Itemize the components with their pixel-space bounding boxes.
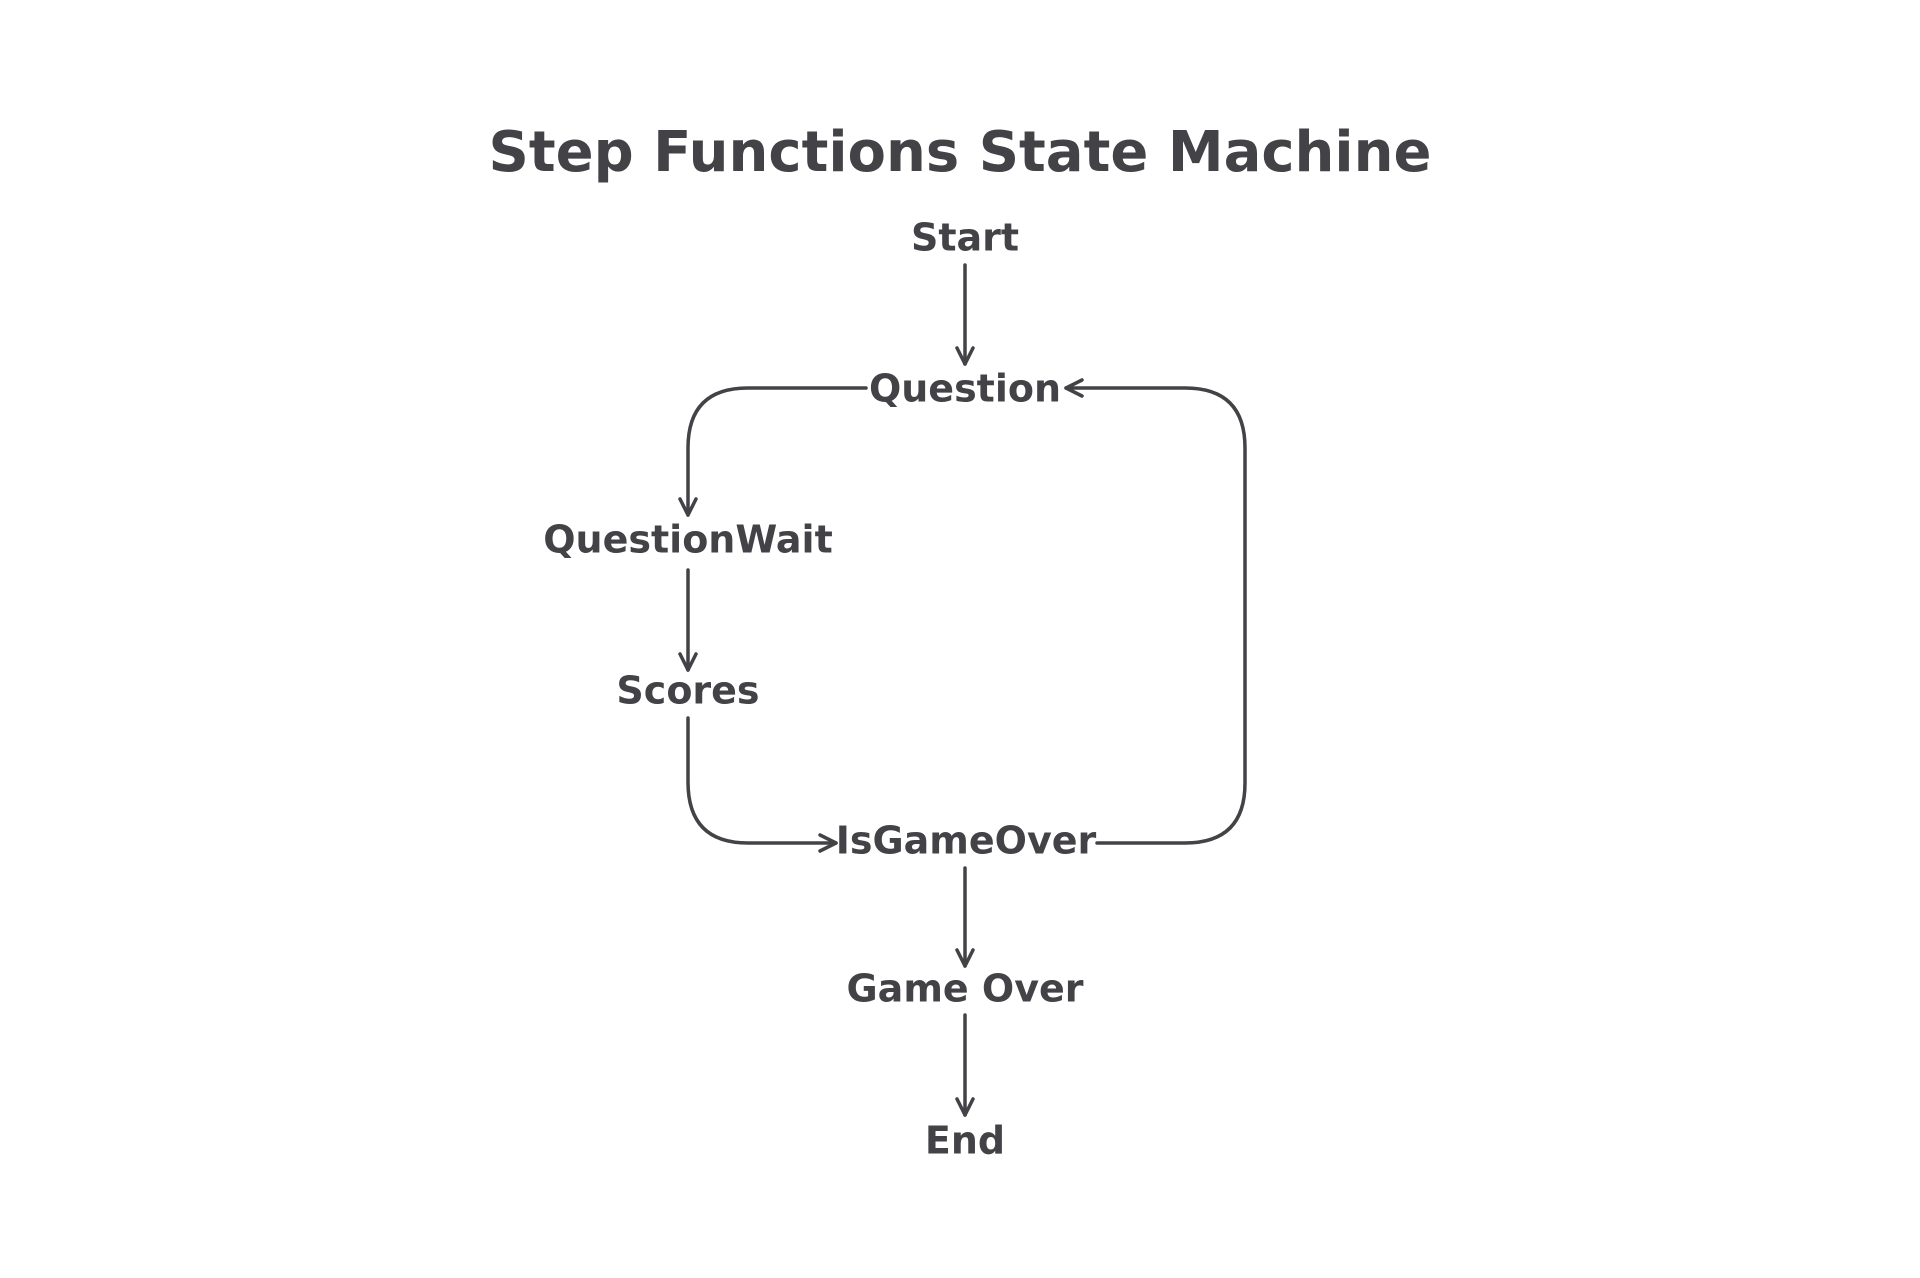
node-question: Question (869, 367, 1061, 411)
node-start: Start (911, 216, 1019, 260)
diagram-title: Step Functions State Machine (488, 120, 1432, 185)
node-game-over: Game Over (846, 967, 1083, 1011)
edge-scores-to-isgameover (686, 716, 838, 853)
node-scores: Scores (616, 669, 759, 713)
edge-isgameover-to-question (1064, 378, 1247, 845)
node-is-game-over: IsGameOver (836, 819, 1097, 863)
node-question-wait: QuestionWait (543, 518, 833, 562)
node-end: End (925, 1119, 1005, 1163)
edge-question-to-questionwait (678, 386, 868, 517)
